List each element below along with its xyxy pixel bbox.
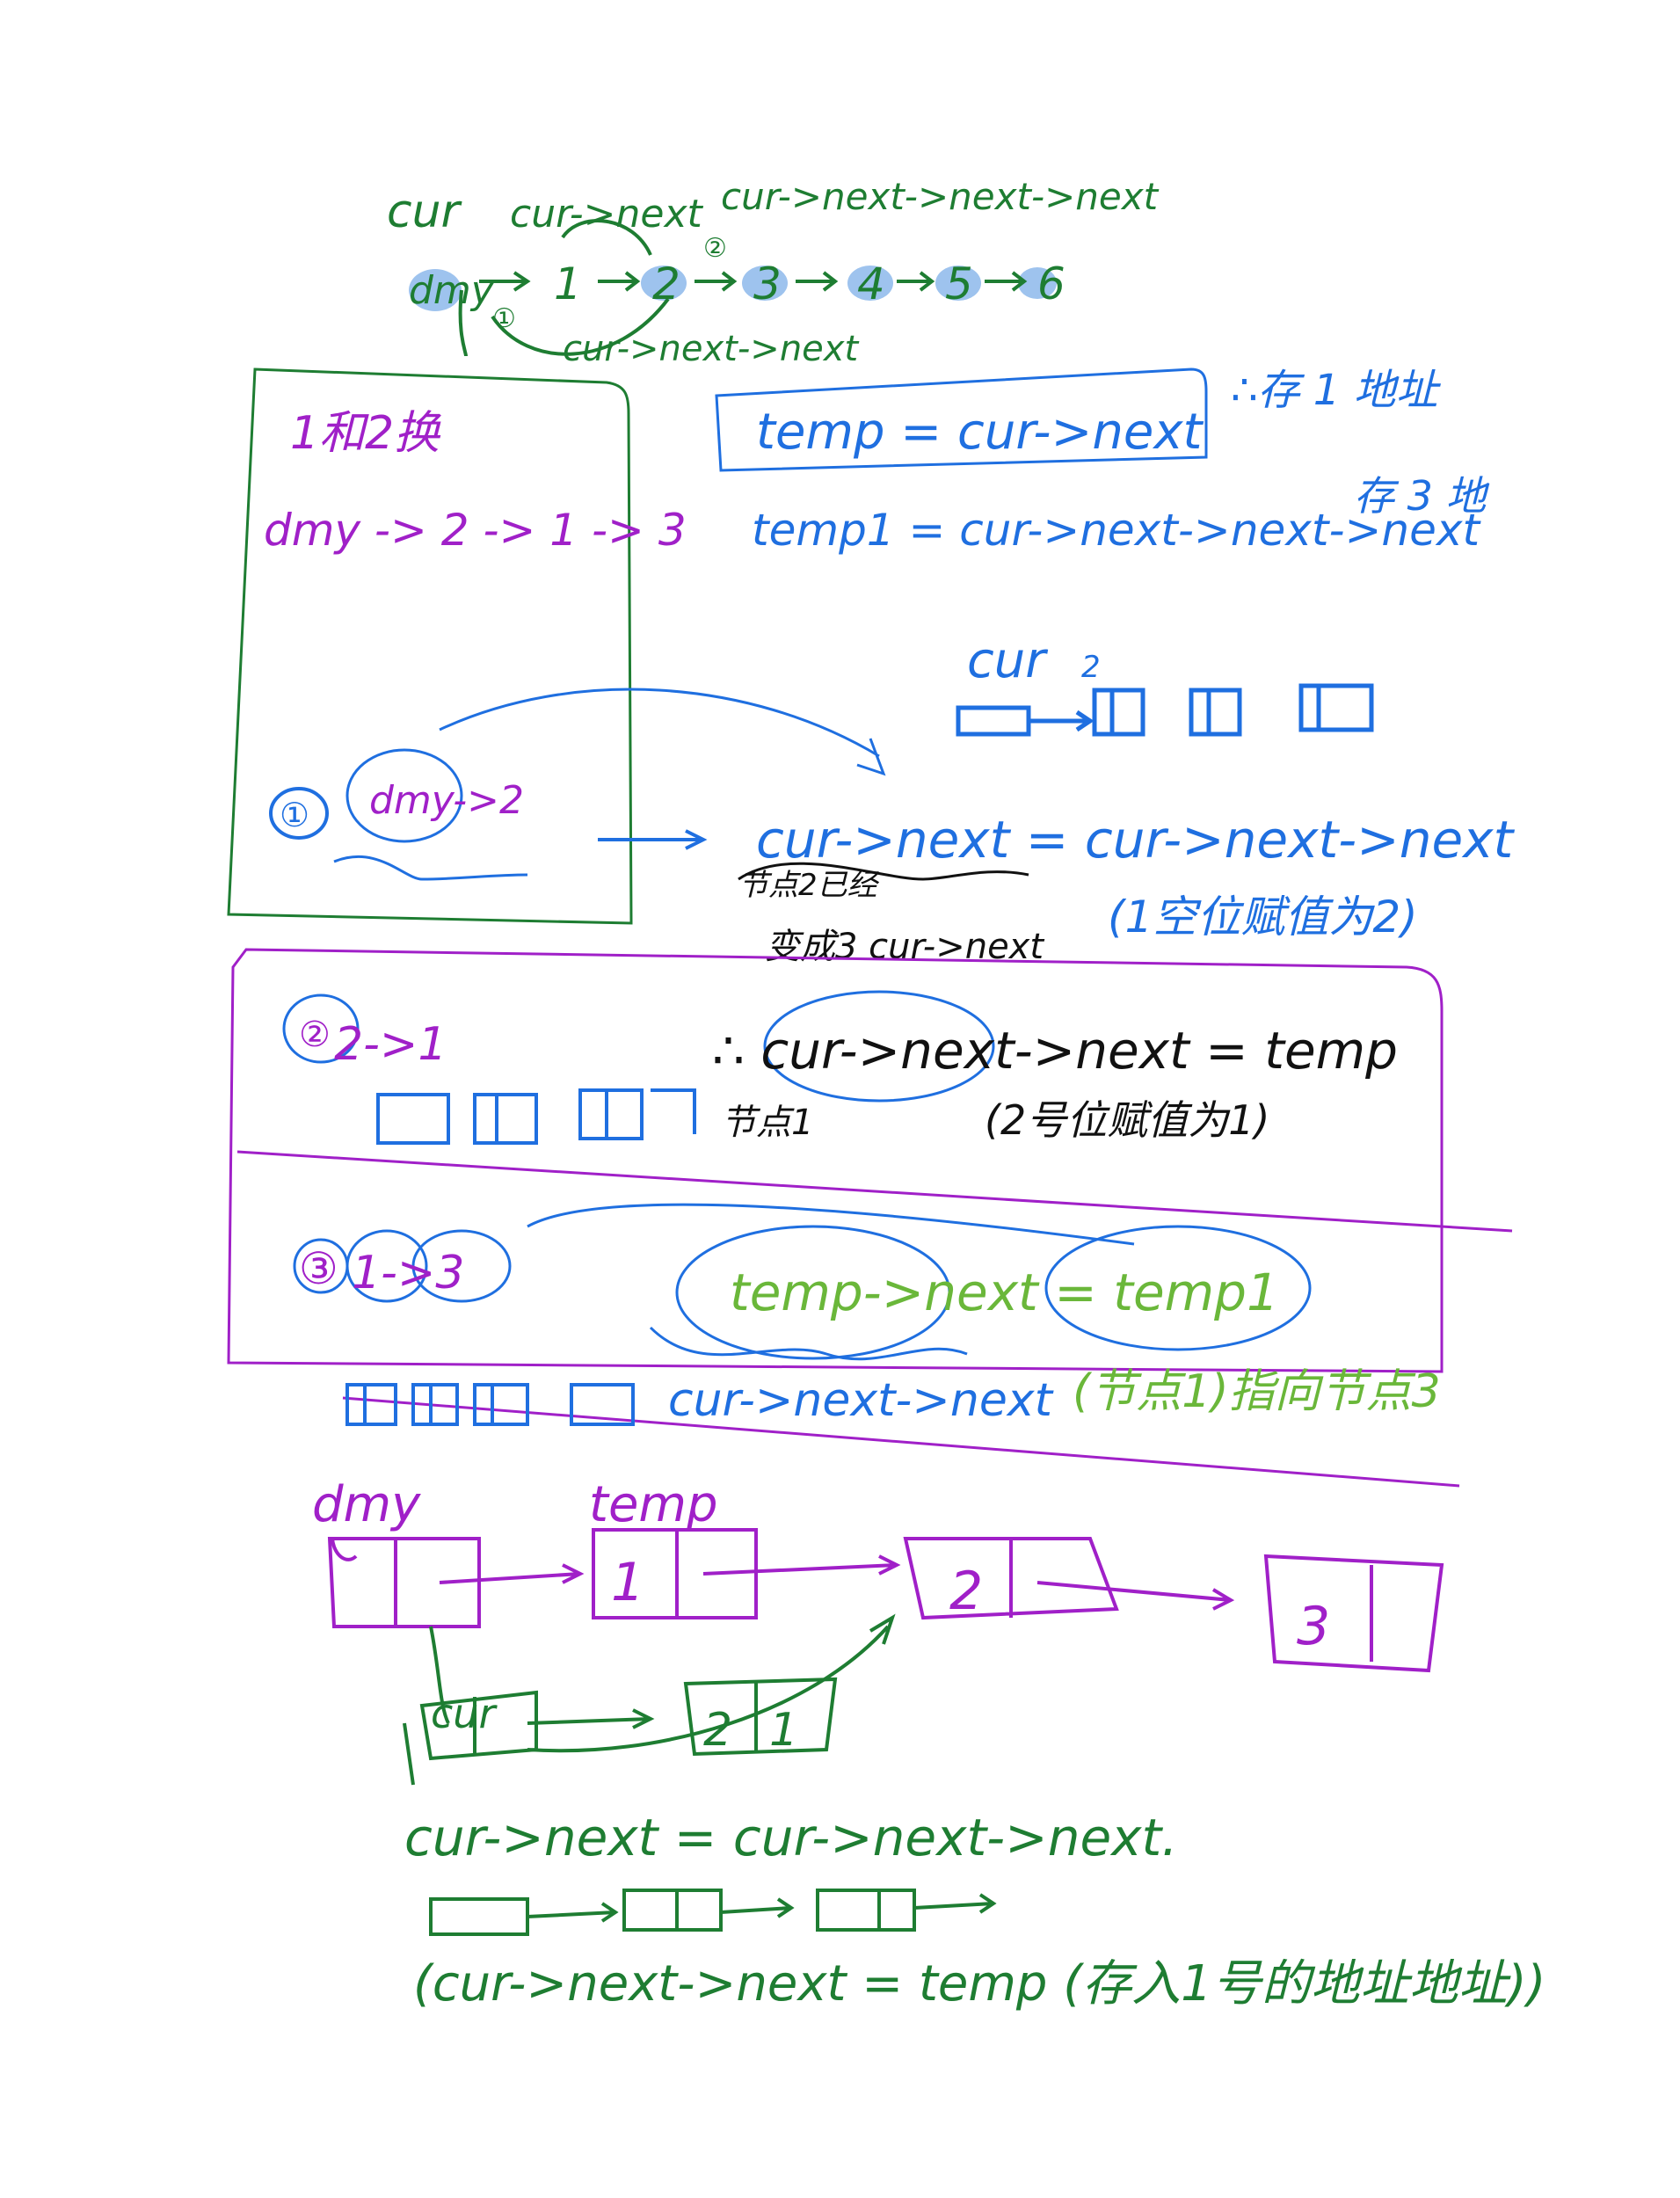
chain-5: 5 (945, 258, 973, 309)
highlight-3 (742, 266, 788, 301)
step2-note-a: 节点1 (721, 1103, 813, 1143)
node-2: 2 (949, 1561, 983, 1622)
purple-box (227, 948, 1444, 1373)
chain-arrows (458, 219, 1028, 357)
step-order: dmy -> 2 -> 1 -> 3 (264, 505, 687, 556)
step1-note-a: 节点2已经 (738, 868, 880, 903)
marker-1: ① (492, 303, 516, 334)
step1-label: dmy->2 (369, 778, 524, 823)
cur-diagram-label: cur (967, 632, 1048, 689)
label-cur-next-next: cur->next->next (563, 329, 859, 369)
temp-note: ∴存 1 地址 (1231, 366, 1442, 415)
node-3: 3 (1297, 1596, 1330, 1657)
step-2: ② 2->1 ∴ cur->next->next = temp 节点1 (2号位… (282, 990, 1398, 1145)
step3-label: 1->3 (352, 1247, 465, 1299)
marker-2: ② (703, 233, 727, 264)
label-cur: cur (387, 186, 463, 238)
step-3: ③ 1->3 temp->next = temp1 cur->next->nex… (293, 1203, 1441, 1427)
step1-marker: ① (280, 796, 309, 834)
bottom-dmy: dmy (312, 1476, 421, 1533)
temp1-line: temp1 = cur->next->next->next (752, 505, 1481, 556)
bottom-line-1: cur->next = cur->next->next. (404, 1808, 1178, 1867)
top-chain: cur cur->next cur->next->next->next dmy … (387, 175, 1160, 369)
bottom-temp: temp (589, 1476, 718, 1533)
chain-3: 3 (753, 258, 782, 309)
highlight-2 (641, 266, 687, 301)
chain-1: 1 (554, 258, 582, 309)
bottom-node-diagram: dmy temp 1 2 3 cur 2 1 (312, 1476, 1444, 1786)
temp1-note: 存 3 地 (1354, 472, 1490, 520)
step2-marker: ② (299, 1015, 331, 1055)
label-cur-next-next-next: cur->next->next->next (721, 175, 1160, 218)
label-cur-next: cur->next (510, 192, 704, 237)
chain-4: 4 (857, 258, 885, 309)
step1-code: cur->next = cur->next->next (756, 810, 1515, 870)
step2-note-b: (2号位赋值为1) (985, 1096, 1269, 1144)
bottom-line-3: (cur->next->next = temp (存入1号的地址地址)) (413, 1955, 1545, 2012)
highlight-5 (935, 266, 981, 301)
step3-marker: ③ (299, 1243, 338, 1294)
step-1: ① dmy->2 cur->next = cur->next->next 节点2… (269, 688, 1515, 967)
node-1: 1 (611, 1552, 644, 1613)
step3-sub: cur->next->next (668, 1374, 1054, 1427)
step3-note: (节点1)指向节点3 (1073, 1365, 1441, 1418)
temp-line: temp = cur->next (756, 404, 1204, 461)
highlight-dmy (409, 269, 462, 311)
chain-dmy: dmy (409, 268, 495, 313)
highlight-6 (1018, 267, 1057, 299)
step3-code: temp->next = temp1 (730, 1263, 1279, 1322)
step-title: 1和2换 (290, 407, 441, 460)
step2-label: 2->1 (334, 1018, 447, 1071)
bottom-cur: cur (431, 1690, 498, 1737)
cur-box-diagram: cur 2 (956, 632, 1374, 737)
green-box (227, 368, 633, 925)
swapped-1: 1 (769, 1704, 798, 1757)
cur-diagram-num: 2 (1081, 650, 1101, 685)
step2-code: ∴ cur->next->next = temp (712, 1021, 1398, 1081)
highlight-4 (847, 266, 893, 301)
chain-6: 6 (1037, 258, 1065, 309)
bottom-line-2-sketch (429, 1889, 997, 1936)
swapped-2: 2 (703, 1704, 732, 1757)
step1-note-c: (1空位赋值为2) (1108, 892, 1418, 943)
temp-box (715, 368, 1208, 472)
